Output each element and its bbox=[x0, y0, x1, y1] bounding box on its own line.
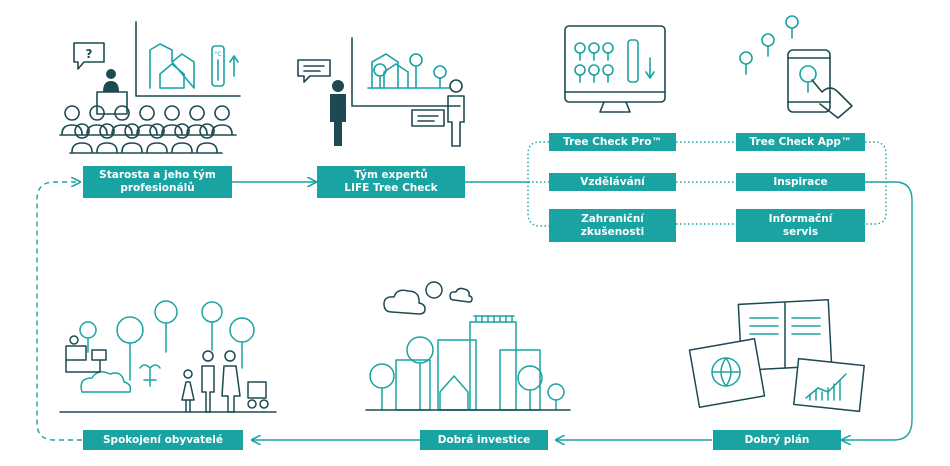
node-experts-team: Tým expertů LIFE Tree Check bbox=[317, 166, 465, 198]
node-satisfied-residents-label: Spokojení obyvatelé bbox=[102, 433, 224, 446]
phone-app-icon bbox=[739, 15, 853, 119]
monitor-trees-icon bbox=[564, 25, 666, 113]
node-experts-team-label: Tým expertů LIFE Tree Check bbox=[344, 169, 438, 194]
connectors bbox=[36, 141, 913, 441]
node-tree-check-app: Tree Check App™ bbox=[736, 133, 865, 151]
node-satisfied-residents: Spokojení obyvatelé bbox=[83, 430, 243, 450]
node-information-service: Informační servis bbox=[736, 209, 865, 242]
node-good-plan: Dobrý plán bbox=[713, 430, 841, 450]
experts-discussion-icon bbox=[297, 37, 465, 147]
park-people-icon bbox=[59, 300, 277, 413]
node-tree-check-pro: Tree Check Pro™ bbox=[549, 133, 676, 151]
node-foreign-experience: Zahraniční zkušenosti bbox=[549, 209, 676, 242]
node-inspiration: Inspirace bbox=[736, 173, 865, 191]
node-foreign-experience-label: Zahraniční zkušenosti bbox=[580, 212, 645, 238]
node-mayor-team-label: Starosta a jeho tým profesionálů bbox=[99, 169, 216, 194]
plan-documents-icon bbox=[688, 298, 865, 413]
node-education-label: Vzdělávání bbox=[580, 175, 645, 188]
green-city-icon bbox=[365, 281, 571, 411]
node-tree-check-app-label: Tree Check App™ bbox=[749, 135, 852, 148]
node-inspiration-label: Inspirace bbox=[773, 175, 828, 188]
node-education: Vzdělávání bbox=[549, 173, 676, 191]
node-information-service-label: Informační servis bbox=[768, 212, 833, 238]
node-good-plan-label: Dobrý plán bbox=[744, 433, 810, 446]
node-good-investment-label: Dobrá investice bbox=[437, 433, 531, 446]
presentation-audience-icon bbox=[59, 21, 241, 154]
dotted-bracket-left bbox=[527, 141, 549, 227]
node-mayor-team: Starosta a jeho tým profesionálů bbox=[83, 166, 232, 198]
audience bbox=[59, 105, 237, 154]
arrow-services-to-plan bbox=[842, 181, 913, 440]
dashed-return-loop bbox=[36, 182, 82, 441]
dotted-bracket-right bbox=[865, 141, 887, 225]
node-good-investment: Dobrá investice bbox=[420, 430, 548, 450]
thermometer-label: °C bbox=[214, 51, 221, 58]
node-tree-check-pro-label: Tree Check Pro™ bbox=[563, 135, 662, 148]
question-mark: ? bbox=[86, 47, 93, 61]
